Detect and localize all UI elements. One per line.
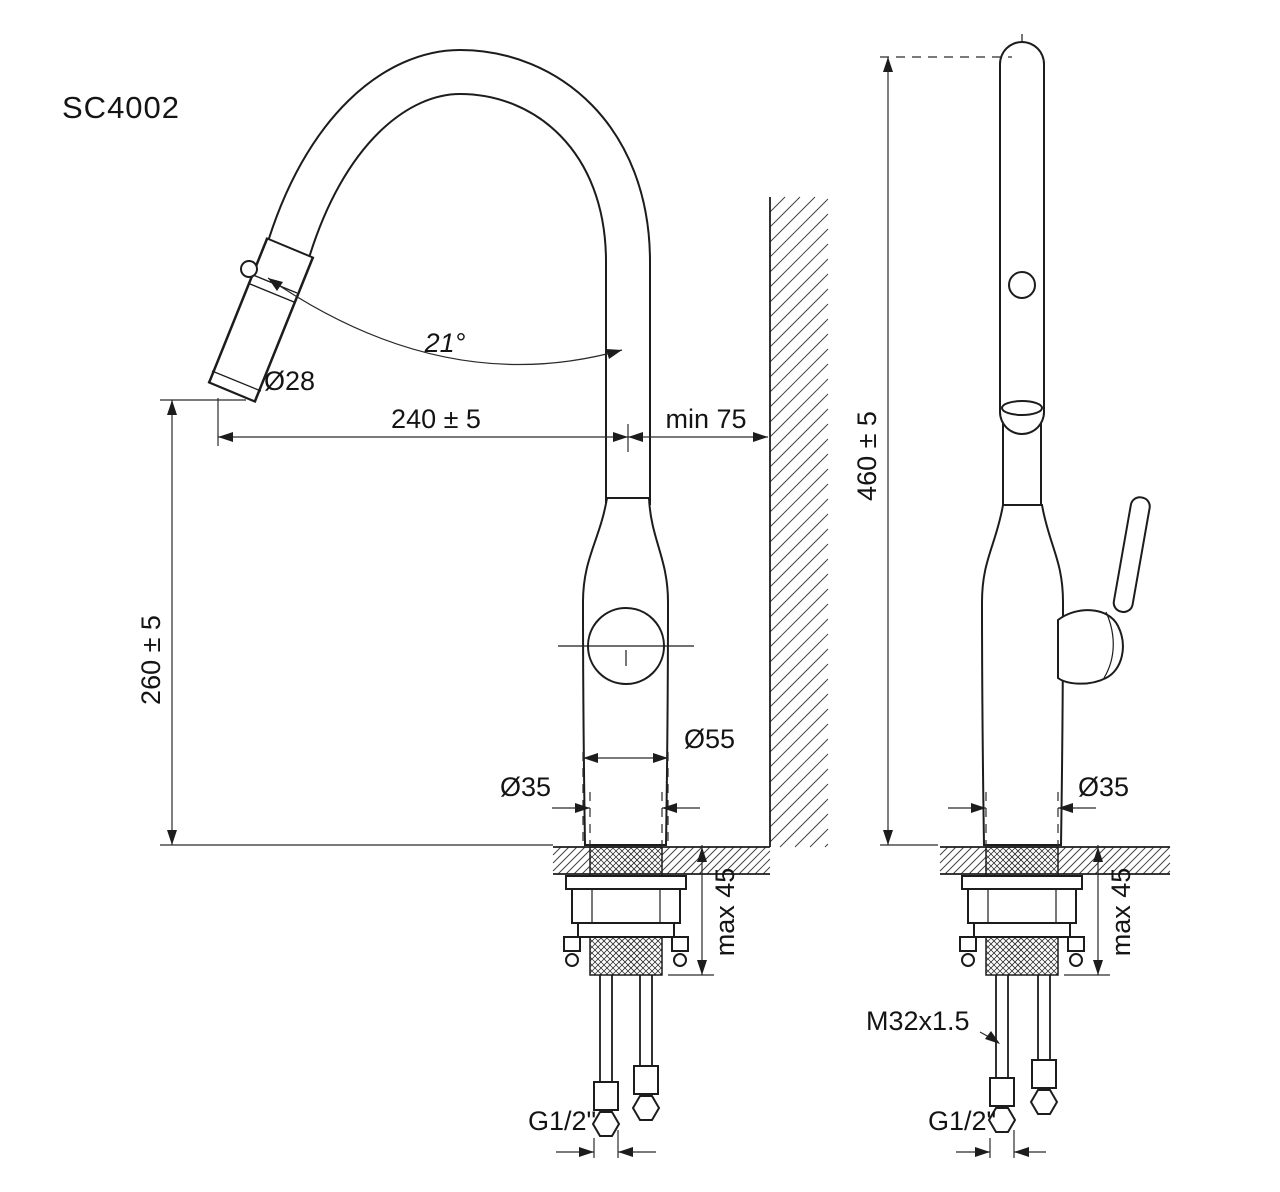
supply-hoses-side [591, 975, 661, 1137]
angle-arc [267, 277, 623, 366]
deck-thickness-label-side: max 45 [710, 868, 740, 957]
reach-dimension-label: 240 ± 5 [391, 404, 481, 434]
hose-thread-label-side: G1/2" [528, 1106, 596, 1136]
faucet-front [980, 34, 1151, 846]
hose-fitting [989, 1077, 1015, 1107]
hose-nut [591, 1111, 621, 1137]
faucet-side [207, 48, 694, 846]
clamp-screw-left [959, 936, 977, 952]
wall-hatch [769, 196, 829, 848]
front-view: 460 ± 5 Ø35 max 45 M32x1.5 G1/2" [852, 34, 1171, 1158]
mounting-assembly-side [563, 846, 689, 1137]
dimensions-side [160, 277, 768, 1158]
spout-diameter-label: Ø28 [264, 366, 315, 396]
deck-thickness-label-front: max 45 [1106, 868, 1136, 957]
hose-nut [987, 1107, 1017, 1133]
wall-section [769, 196, 829, 848]
hole-diameter-label-front: Ø35 [1078, 772, 1129, 802]
model-label: SC4002 [62, 90, 180, 125]
washer [961, 875, 1083, 890]
countertop-hatch-left [552, 846, 591, 875]
supply-hoses-front [987, 975, 1059, 1133]
spout-height-dimension-label: 260 ± 5 [136, 615, 166, 705]
hose-fitting [633, 1065, 659, 1095]
washer [565, 875, 687, 890]
side-view: SC4002 21° Ø28 240 ± 5 min 75 260 ± 5 Ø5… [62, 48, 829, 1158]
shank-thread-label: M32x1.5 [866, 1006, 970, 1036]
lock-plate [577, 922, 675, 938]
handle-lever [1112, 496, 1151, 613]
handle-base [1057, 609, 1124, 685]
lock-plate [973, 922, 1071, 938]
spray-button [1008, 271, 1036, 299]
spray-button [240, 260, 258, 278]
clamp-screw-right [1067, 936, 1085, 952]
faucet-body [980, 504, 1065, 846]
hose-thread-label-front: G1/2" [928, 1106, 996, 1136]
total-height-dimension-label: 460 ± 5 [852, 411, 882, 501]
dimensions-front [880, 56, 1110, 1158]
countertop-hatch-right [1057, 846, 1171, 875]
clamp-screw-left [563, 936, 581, 952]
hose-fitting [1031, 1059, 1057, 1089]
wall-clearance-label: min 75 [665, 404, 746, 434]
countertop-hatch-right [661, 846, 771, 875]
mounting-assembly-front [959, 846, 1085, 1133]
clamp-screw-right [671, 936, 689, 952]
countertop-hatch-left [939, 846, 987, 875]
hose-nut [1029, 1089, 1059, 1115]
hose-nut [631, 1095, 661, 1121]
body-diameter-label: Ø55 [684, 724, 735, 754]
hole-diameter-label-side: Ø35 [500, 772, 551, 802]
hose-fitting [593, 1081, 619, 1111]
head-joint [1001, 400, 1043, 416]
mounting-nut [967, 888, 1077, 924]
angle-dimension-label: 21° [424, 328, 466, 358]
mounting-nut [571, 888, 681, 924]
